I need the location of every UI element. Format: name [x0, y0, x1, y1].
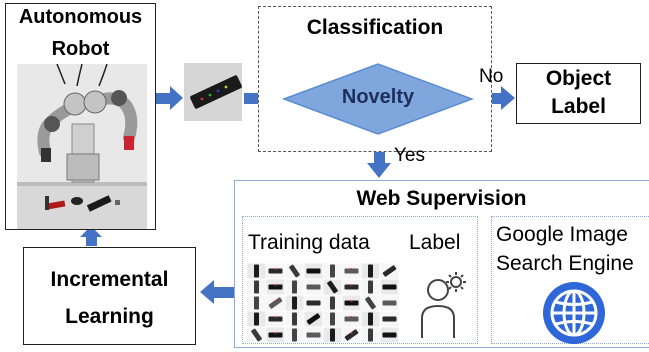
thumbnail [285, 279, 304, 295]
thumbnail [247, 327, 266, 343]
edge-label-yes: Yes [394, 145, 425, 166]
thumbnail [304, 295, 323, 311]
thumbnail [380, 295, 399, 311]
thumbnail [285, 295, 304, 311]
robot-title-line1: Autonomous [18, 6, 143, 28]
object-label-line2: Label [551, 95, 606, 118]
thumbnail [342, 279, 361, 295]
thumbnail [342, 263, 361, 279]
thumbnail [361, 263, 380, 279]
classification-title: Classification [306, 16, 444, 39]
thumbnail [266, 311, 285, 327]
thumbnail [304, 311, 323, 327]
thumbnail [323, 279, 342, 295]
thumbnail [285, 263, 304, 279]
robot-title-line2: Robot [51, 38, 110, 60]
novelty-decision-diamond [282, 63, 474, 135]
thumbnail [285, 311, 304, 327]
training-region [242, 216, 478, 344]
object-label-line1: Object [545, 67, 612, 90]
edge-label-no: No [479, 66, 504, 87]
robot-photo [17, 64, 147, 229]
user-gear-icon [421, 272, 466, 338]
thumbnail [304, 279, 323, 295]
arrow-to-incremental [200, 280, 244, 304]
thumbnail-grid [247, 263, 401, 343]
thumbnail [380, 263, 399, 279]
engine-label-line1: Google Image [496, 223, 628, 246]
thumbnail [380, 279, 399, 295]
thumbnail [266, 327, 285, 343]
arrow-robot-to-image [150, 86, 183, 110]
thumbnail [323, 327, 342, 343]
novelty-label: Novelty [341, 86, 415, 108]
thumbnail [247, 295, 266, 311]
remote-photo [184, 63, 242, 121]
thumbnail [285, 327, 304, 343]
incremental-learning-box [23, 247, 196, 345]
thumbnail [323, 263, 342, 279]
label-heading: Label [409, 231, 461, 254]
thumbnail [361, 327, 380, 343]
engine-label-line2: Search Engine [496, 252, 634, 275]
globe-icon [543, 282, 605, 344]
training-data-label: Training data [248, 231, 370, 254]
thumbnail [342, 295, 361, 311]
thumbnail [380, 311, 399, 327]
thumbnail [361, 279, 380, 295]
arrow-to-robot [80, 226, 102, 246]
thumbnail [304, 263, 323, 279]
thumbnail [342, 311, 361, 327]
thumbnail [323, 295, 342, 311]
thumbnail [266, 263, 285, 279]
thumbnail [304, 327, 323, 343]
incremental-line2: Learning [65, 305, 154, 328]
thumbnail-grid-svg [247, 263, 399, 343]
thumbnail [361, 295, 380, 311]
thumbnail [247, 311, 266, 327]
thumbnail [342, 327, 361, 343]
thumbnail [266, 295, 285, 311]
thumbnail [323, 311, 342, 327]
web-supervision-title: Web Supervision [356, 187, 527, 210]
thumbnail [361, 311, 380, 327]
thumbnail [247, 263, 266, 279]
incremental-line1: Incremental [50, 268, 169, 291]
thumbnail [266, 279, 285, 295]
thumbnail [380, 327, 399, 343]
object-label-box [516, 63, 641, 124]
thumbnail [247, 279, 266, 295]
